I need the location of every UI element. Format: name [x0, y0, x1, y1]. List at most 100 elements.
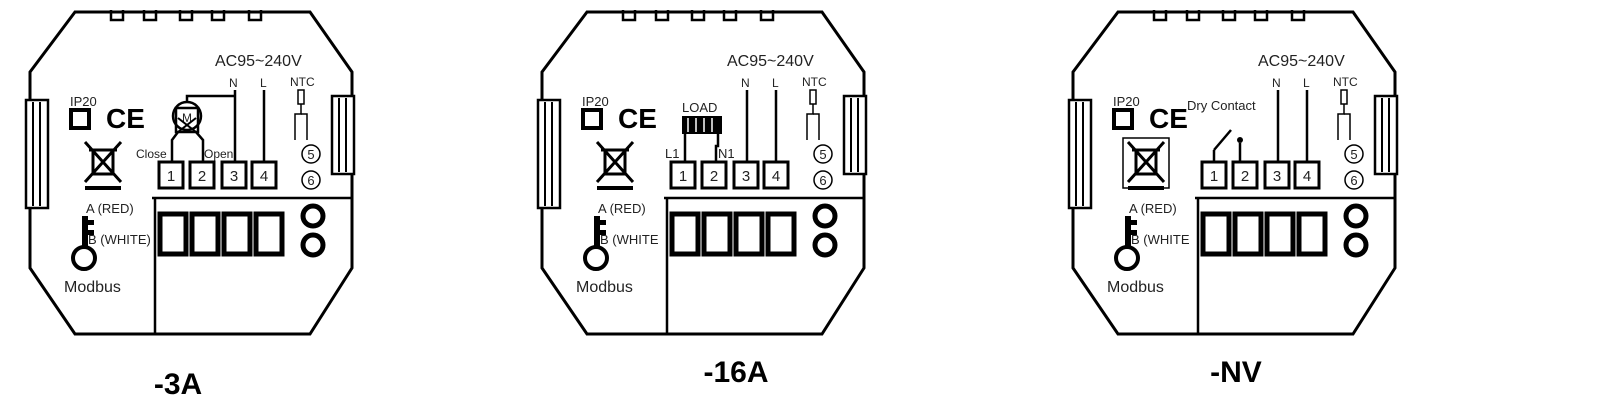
connector-slot — [1232, 211, 1264, 257]
ntc-terminal-circle — [813, 144, 833, 164]
ntc-terminal-label: 5 — [819, 147, 826, 162]
motor-wire — [185, 94, 234, 102]
weee-bin-icon — [595, 140, 635, 190]
right-clip — [330, 94, 356, 176]
terminal-label: 2 — [710, 168, 718, 185]
modbus-label: Modbus — [576, 279, 633, 296]
ntc-sensor-head — [809, 89, 817, 105]
l-label: L — [772, 76, 779, 90]
connector-slot — [157, 211, 189, 257]
modbus-key-tooth — [88, 220, 94, 225]
modbus-key-shaft — [1125, 216, 1131, 246]
dry-contact-switch — [1213, 129, 1232, 151]
ip20-box — [581, 108, 603, 130]
ip20-label: IP20 — [582, 94, 609, 109]
terminal-label: 2 — [1241, 168, 1249, 185]
terminal-label: 2 — [198, 168, 206, 185]
left-clip — [536, 98, 562, 210]
ntc-label: NTC — [1333, 75, 1358, 89]
ntc-terminal-circle — [1344, 144, 1364, 164]
terminal-box — [1263, 160, 1291, 190]
connector-slot — [733, 211, 765, 257]
terminal-box — [250, 160, 278, 190]
terminal-box — [157, 160, 185, 190]
ce-mark: CE — [106, 103, 145, 134]
top-notch — [210, 10, 226, 22]
ntc-terminal-label: 6 — [1350, 173, 1357, 188]
ntc-wire — [294, 104, 302, 140]
motor-wire — [195, 131, 205, 162]
round-terminal — [1343, 203, 1369, 229]
top-notch — [722, 10, 738, 22]
terminal-box — [732, 160, 760, 190]
motor-cross — [177, 117, 197, 133]
connector-slot — [1200, 211, 1232, 257]
terminal-label: 4 — [772, 168, 780, 185]
ntc-terminal-label: 6 — [819, 173, 826, 188]
modbus-key-tooth — [1131, 230, 1137, 235]
ntc-terminal-circle — [813, 170, 833, 190]
n-label: N — [741, 76, 750, 90]
terminal-box — [1231, 160, 1259, 190]
modbus-key-ring — [71, 245, 97, 271]
ntc-label: NTC — [802, 75, 827, 89]
model-label: -NV — [1210, 356, 1262, 389]
modbus-key-ring — [1114, 245, 1140, 271]
modbus-key-shaft — [82, 216, 88, 246]
modbus-key-tooth — [88, 230, 94, 235]
ntc-wire — [301, 113, 308, 140]
modbus-label: Modbus — [64, 279, 121, 296]
ntc-terminal-circle — [301, 170, 321, 190]
terminal-box — [669, 160, 697, 190]
top-notch — [1290, 10, 1306, 22]
top-notch — [1152, 10, 1168, 22]
terminal-label: 4 — [1303, 168, 1311, 185]
ntc-sensor-head — [297, 89, 305, 105]
round-terminal — [1343, 232, 1369, 258]
terminal-label: 3 — [742, 168, 750, 185]
right-clip — [842, 94, 868, 176]
top-notch — [1221, 10, 1237, 22]
top-notch — [178, 10, 194, 22]
modbus-label: Modbus — [1107, 279, 1164, 296]
voltage-label: AC95~240V — [727, 53, 814, 70]
top-notch — [1185, 10, 1201, 22]
l-label: L — [1303, 76, 1310, 90]
modbus-a-label: A (RED) — [1129, 201, 1177, 216]
modbus-key-shaft — [594, 216, 600, 246]
dry-contact-point — [1237, 137, 1243, 143]
top-notch — [247, 10, 263, 22]
connector-slot — [221, 211, 253, 257]
l-label: L — [260, 76, 267, 90]
motor-body — [174, 106, 200, 134]
terminal-box — [700, 160, 728, 190]
terminal-label: 1 — [679, 168, 687, 185]
ntc-terminal-label: 6 — [307, 173, 314, 188]
left-clip — [1067, 98, 1093, 210]
open-label: Open — [204, 147, 233, 161]
terminal-label: 1 — [1210, 168, 1218, 185]
round-terminal — [812, 232, 838, 258]
ntc-wire — [1344, 113, 1351, 140]
n-label: N — [229, 76, 238, 90]
terminal-box — [220, 160, 248, 190]
connector-slot — [765, 211, 797, 257]
connector-slot — [1264, 211, 1296, 257]
left-clip — [24, 98, 50, 210]
model-label: -16A — [703, 356, 768, 389]
connector-slot — [1296, 211, 1328, 257]
top-notch — [654, 10, 670, 22]
voltage-label: AC95~240V — [215, 53, 302, 70]
ntc-label: NTC — [290, 75, 315, 89]
weee-bin-icon — [1126, 140, 1166, 190]
modbus-a-label: A (RED) — [86, 201, 134, 216]
close-label: Close — [136, 147, 167, 161]
model-label: -3A — [154, 368, 202, 401]
right-clip — [1373, 94, 1399, 176]
terminal-label: 3 — [1273, 168, 1281, 185]
